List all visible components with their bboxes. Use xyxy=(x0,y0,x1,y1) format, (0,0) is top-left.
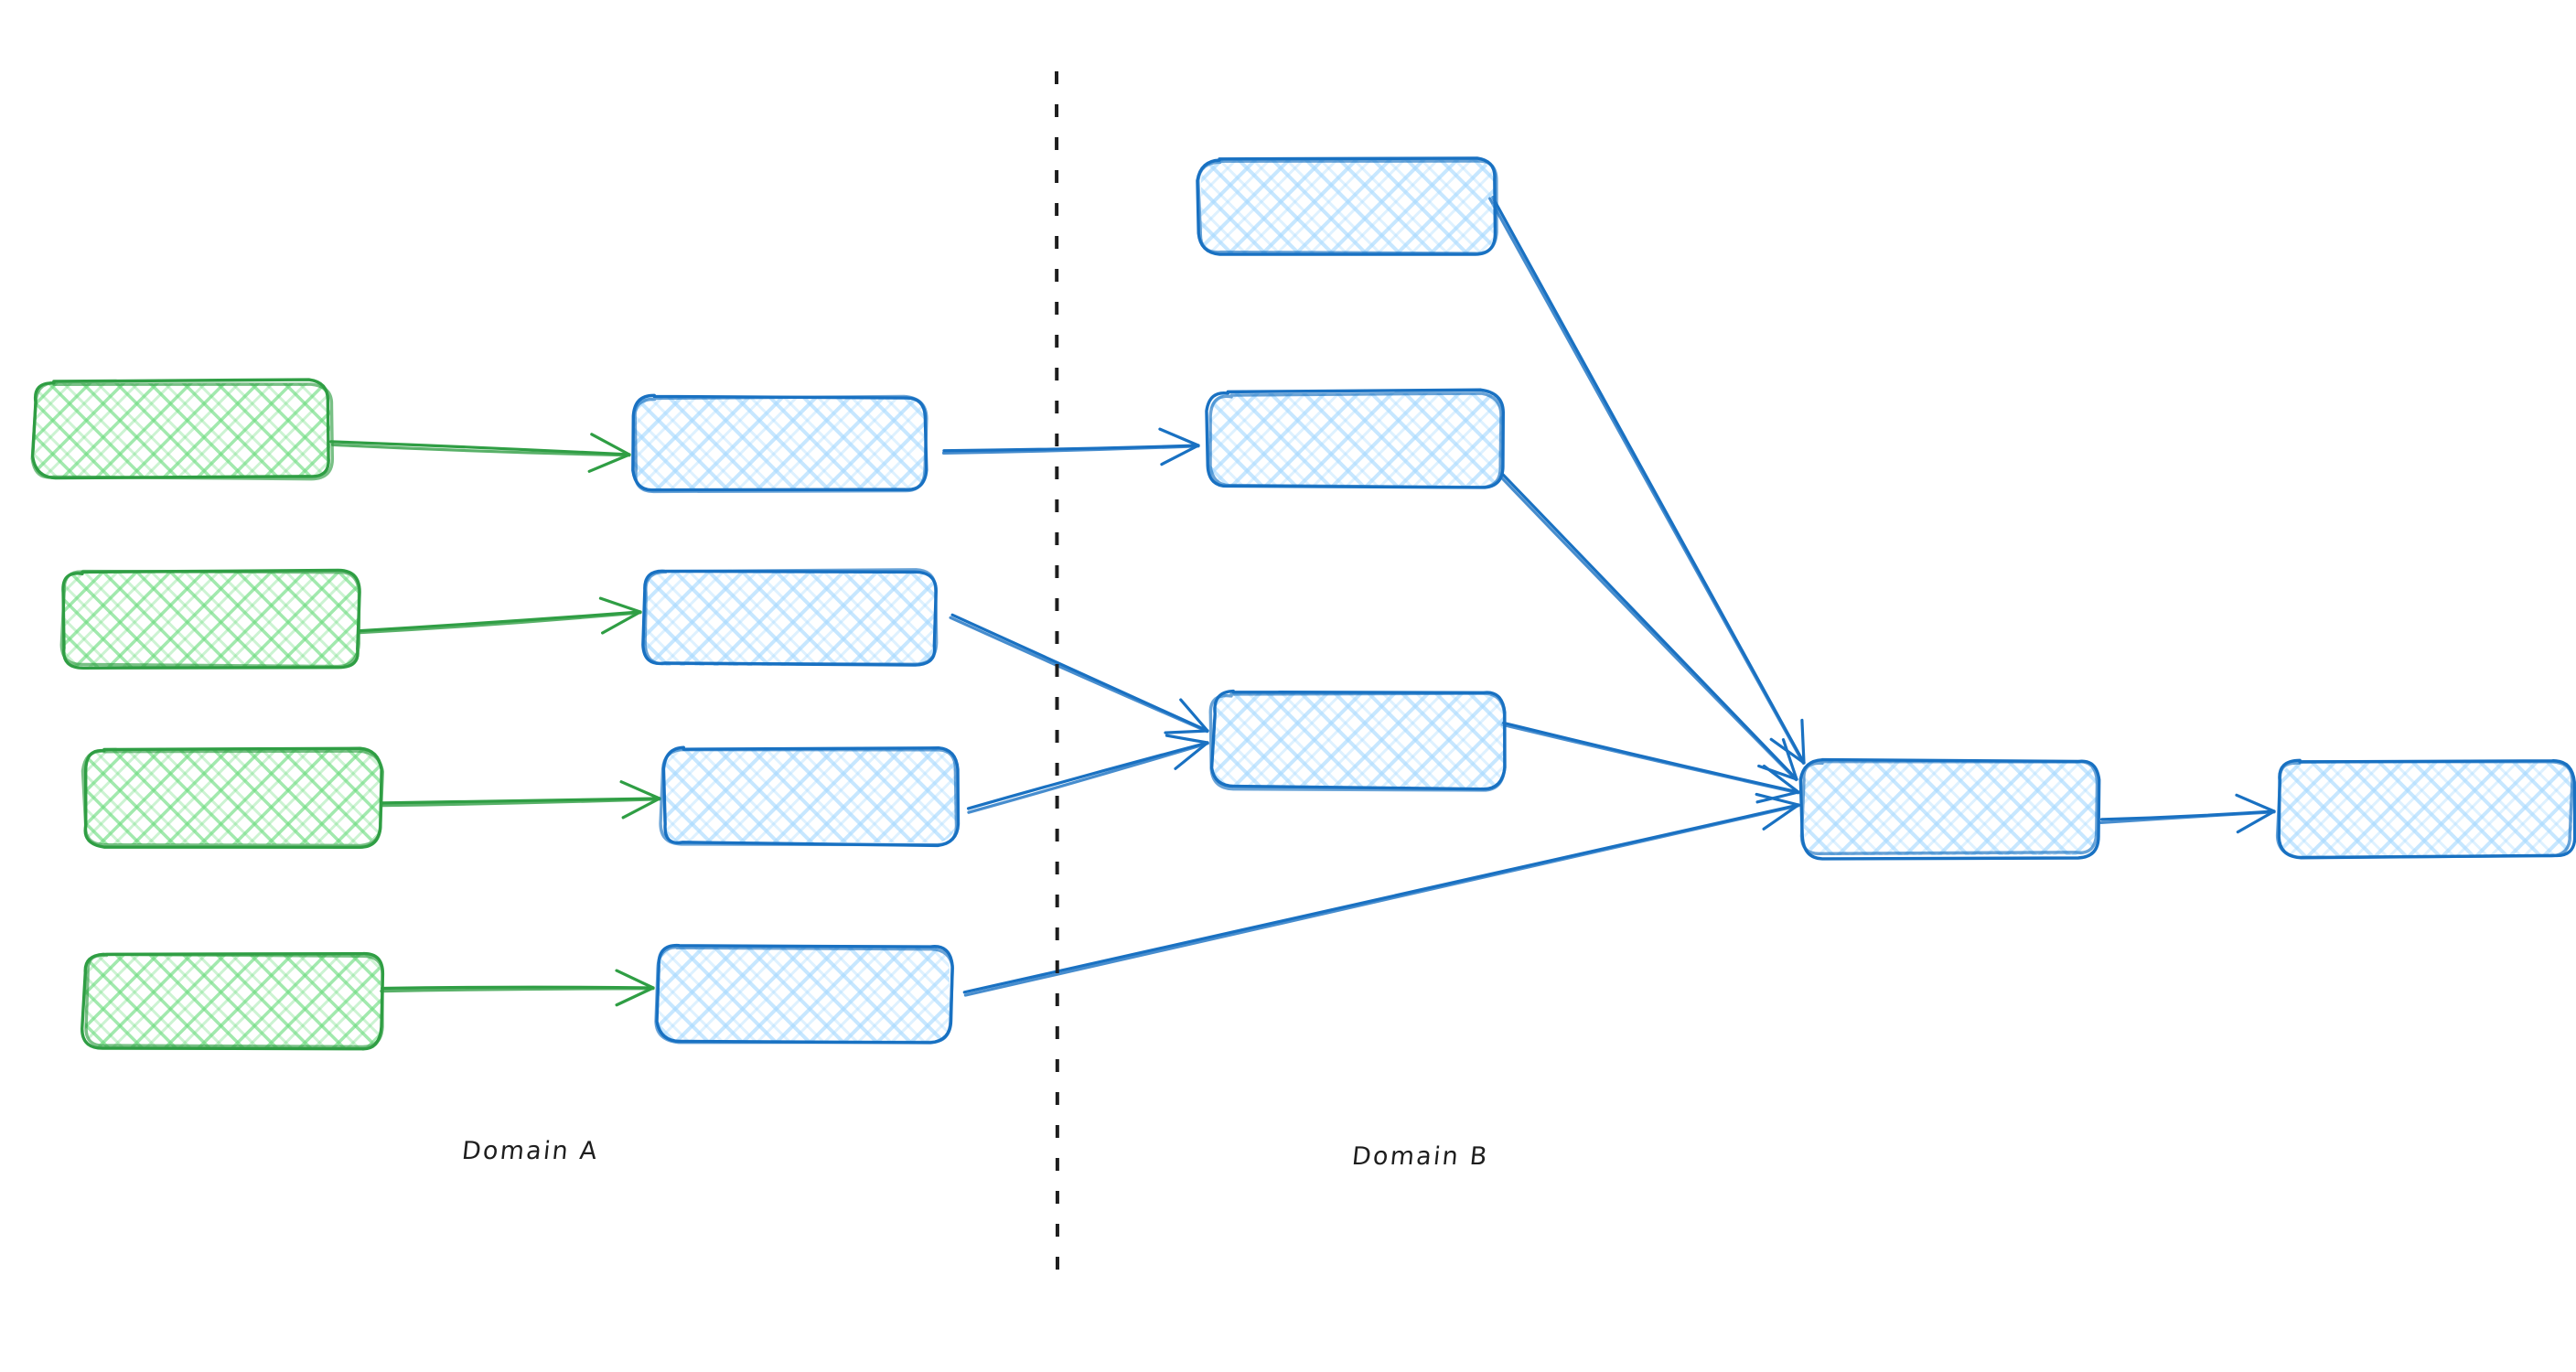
edge-a-in-3-to-a-mid-3 xyxy=(379,780,661,820)
node-b-3[interactable] xyxy=(1208,689,1507,792)
node-layer xyxy=(30,156,2576,1051)
node-a-mid-2[interactable] xyxy=(641,568,939,667)
edge-a-in-4-to-a-mid-4 xyxy=(380,969,655,1007)
edge-a-mid-3-to-b-3 xyxy=(966,734,1209,814)
node-a-mid-1[interactable] xyxy=(631,393,928,494)
edge-a-in-2-to-a-mid-2 xyxy=(358,596,642,635)
edge-a-mid-1-to-b-2 xyxy=(941,427,1200,466)
edge-b-1-to-b-merge xyxy=(1487,196,1806,765)
node-a-in-4[interactable] xyxy=(80,951,385,1051)
domain-a-label: Domain A xyxy=(460,1137,601,1165)
node-b-2[interactable] xyxy=(1205,388,1505,489)
edge-layer xyxy=(329,196,2276,1007)
edge-b-2-to-b-merge xyxy=(1498,473,1798,782)
domain-b-label: Domain B xyxy=(1350,1142,1491,1171)
node-a-in-1[interactable] xyxy=(30,378,334,481)
edge-a-mid-2-to-b-3 xyxy=(949,613,1209,734)
node-a-mid-3[interactable] xyxy=(659,745,961,848)
node-b-merge[interactable] xyxy=(1798,757,2101,861)
edge-b-merge-to-b-out xyxy=(2099,793,2276,834)
node-a-mid-4[interactable] xyxy=(654,943,955,1045)
node-a-in-3[interactable] xyxy=(80,746,385,849)
edge-a-in-1-to-a-mid-1 xyxy=(329,433,631,473)
node-b-out[interactable] xyxy=(2275,758,2576,860)
edge-a-mid-4-to-b-merge xyxy=(962,792,1800,997)
node-b-1[interactable] xyxy=(1196,156,1498,256)
node-a-in-2[interactable] xyxy=(59,568,361,670)
edge-b-3-to-b-merge xyxy=(1500,721,1800,804)
